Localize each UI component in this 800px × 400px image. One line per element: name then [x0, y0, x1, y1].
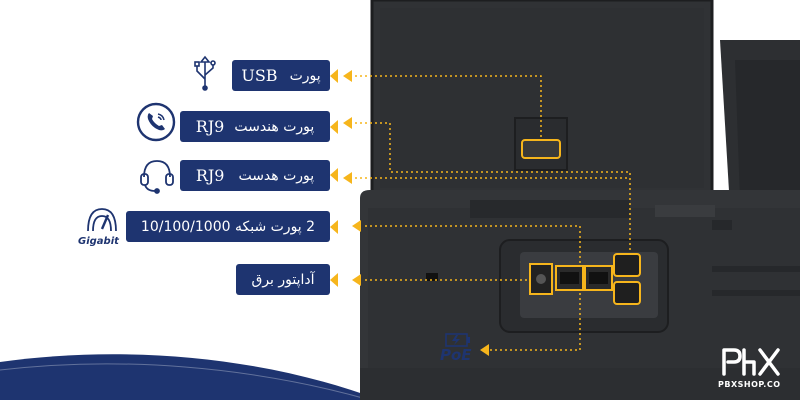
handset-phone-icon: [136, 102, 176, 142]
usb-port-label: پورت USB: [232, 60, 330, 91]
usb-label-tab: [330, 69, 338, 83]
power-label-text: آداپتور برق: [251, 271, 315, 288]
headset-label-tab: [330, 168, 338, 182]
gigabit-text: Gigabit: [78, 236, 119, 247]
headset-label-en: RJ9: [195, 166, 225, 185]
headset-label-fa: پورت هدست: [238, 167, 315, 184]
poe-text: PoE: [440, 346, 472, 364]
rj9-port-1: [613, 253, 641, 277]
gigabit-speedometer-icon: [87, 208, 117, 232]
leader-lines: [355, 75, 631, 351]
handset-label-en: RJ9: [195, 117, 225, 136]
headset-port-label: RJ9 پورت هدست: [180, 160, 330, 191]
network-label-text: 2 پورت شبکه 10/100/1000: [140, 218, 316, 235]
network-label-tab: [330, 220, 338, 234]
rj9-port-2: [613, 281, 641, 305]
network-port-label: 2 پورت شبکه 10/100/1000: [126, 211, 330, 242]
usb-port: [521, 139, 561, 159]
usb-label-en: USB: [241, 66, 278, 85]
handset-port-label: RJ9 پورت هندست: [180, 111, 330, 142]
pbx-logo-icon: [722, 348, 780, 376]
blue-wave: [0, 354, 380, 400]
handset-label-fa: پورت هندست: [234, 118, 315, 135]
usb-label-fa: پورت: [289, 67, 321, 84]
power-adapter-label: آداپتور برق: [236, 264, 330, 295]
headset-icon: [140, 160, 174, 194]
wave-highlight: [0, 363, 371, 400]
poe-battery-icon: [445, 333, 470, 347]
brand-site-text: PBXSHOP.CO: [718, 380, 781, 389]
power-label-tab: [330, 273, 338, 287]
usb-icon: [194, 55, 216, 91]
handset-label-tab: [330, 120, 338, 134]
